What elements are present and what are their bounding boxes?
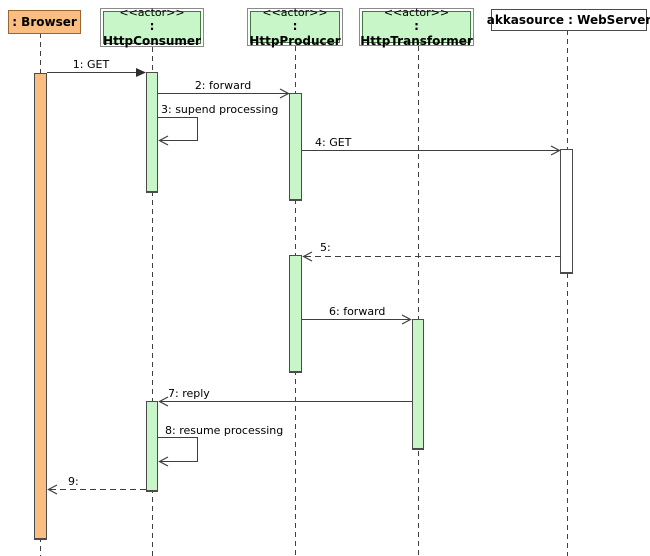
message-5-label: 5: bbox=[320, 241, 331, 254]
message-2-label: 2: forward bbox=[194, 79, 252, 92]
message-8-label: 8: resume processing bbox=[165, 424, 284, 437]
message-3-label: 3: supend processing bbox=[161, 103, 279, 116]
participant-webserver-name: akkasource : WebServer bbox=[486, 13, 650, 27]
activation-webserver bbox=[560, 149, 573, 274]
participant-http-producer-stereotype: <<actor>> bbox=[262, 5, 328, 19]
participant-http-producer-name: : HttpProducer bbox=[249, 18, 341, 48]
message-8-self-arrow bbox=[158, 437, 198, 462]
message-6-label: 6: forward bbox=[329, 305, 386, 318]
activation-transformer bbox=[412, 319, 424, 450]
activation-browser bbox=[34, 73, 47, 540]
activation-consumer-2 bbox=[146, 401, 158, 492]
participant-http-consumer: <<actor>> : HttpConsumer bbox=[100, 6, 204, 48]
participant-http-transformer: <<actor>> : HttpTransformer bbox=[359, 5, 474, 48]
participant-browser-name: : Browser bbox=[12, 15, 77, 29]
message-3-self-arrow bbox=[158, 117, 198, 141]
message-4-label: 4: GET bbox=[315, 136, 352, 149]
message-9-label: 9: bbox=[68, 475, 79, 488]
activation-producer-2 bbox=[289, 255, 302, 373]
message-7-label: 7: reply bbox=[168, 387, 210, 400]
participant-browser: : Browser bbox=[8, 10, 81, 34]
activation-consumer-1 bbox=[146, 72, 158, 193]
participant-http-producer: <<actor>> : HttpProducer bbox=[247, 5, 343, 48]
activation-producer-1 bbox=[289, 93, 302, 201]
participant-webserver: akkasource : WebServer bbox=[487, 9, 650, 31]
message-1-label: 1: GET bbox=[72, 58, 110, 71]
participant-http-consumer-stereotype: <<actor>> bbox=[119, 6, 185, 19]
participant-http-transformer-name: : HttpTransformer bbox=[360, 18, 473, 48]
participant-http-transformer-stereotype: <<actor>> bbox=[383, 5, 450, 19]
participant-http-consumer-name: : HttpConsumer bbox=[103, 19, 201, 48]
